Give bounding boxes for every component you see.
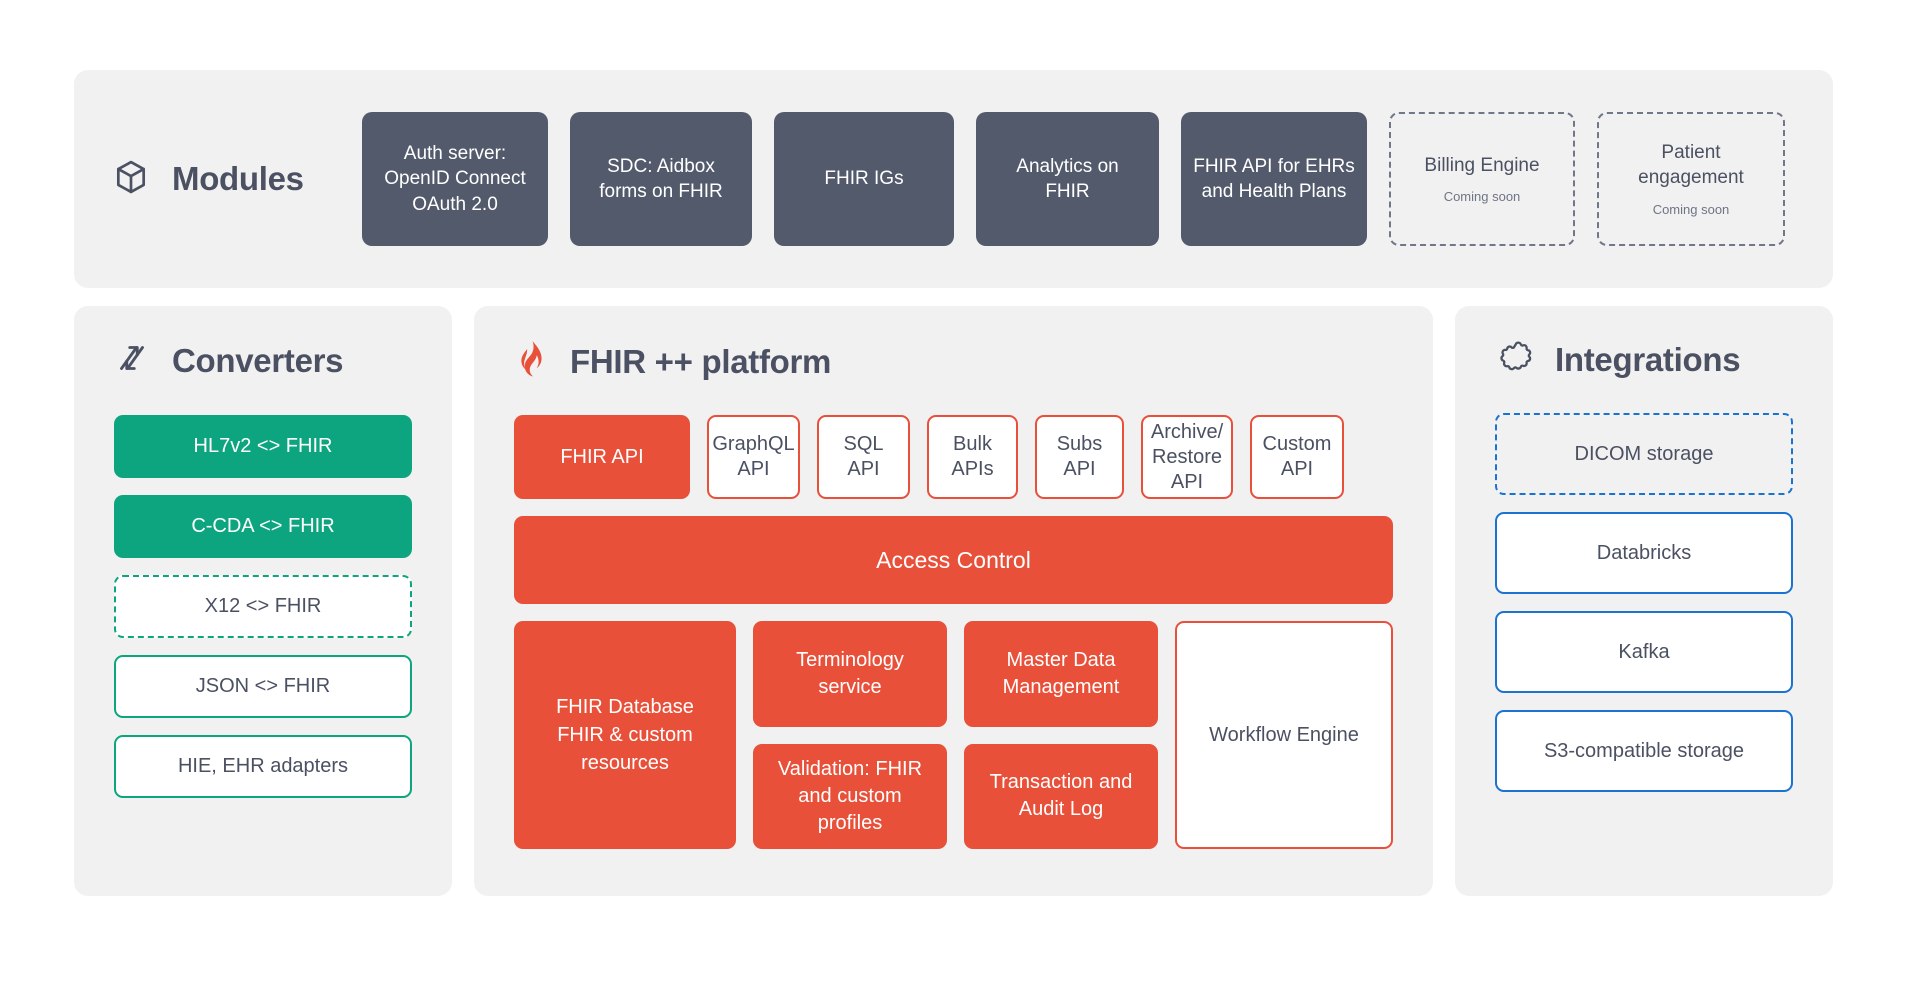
flame-icon (514, 340, 548, 383)
converter-item-hie-ehr-adapters[interactable]: HIE, EHR adapters (114, 735, 412, 798)
lower-columns: Converters HL7v2 <> FHIR C-CDA <> FHIR X… (74, 306, 1833, 896)
integrations-panel: Integrations DICOM storage Databricks Ka… (1455, 306, 1833, 896)
converter-item-label: C-CDA <> FHIR (191, 515, 335, 537)
platform-title: FHIR ++ platform (570, 342, 832, 380)
workflow-engine-label: Workflow Engine (1209, 723, 1359, 746)
integration-item-databricks[interactable]: Databricks (1495, 512, 1793, 594)
integration-item-label: DICOM storage (1574, 442, 1714, 465)
platform-header: FHIR ++ platform (514, 340, 1393, 383)
converter-item-label: X12 <> FHIR (204, 595, 322, 617)
converters-list: HL7v2 <> FHIR C-CDA <> FHIR X12 <> FHIR … (114, 415, 412, 798)
converters-panel: Converters HL7v2 <> FHIR C-CDA <> FHIR X… (74, 306, 452, 896)
integrations-header: Integrations (1495, 340, 1793, 379)
coming-soon-badge: Coming soon (1652, 201, 1730, 217)
module-card-label: Billing Engine (1424, 154, 1540, 176)
module-card-label: FHIR IGs (824, 168, 904, 190)
integration-item-s3-storage[interactable]: S3-compatible storage (1495, 710, 1793, 792)
converters-title: Converters (172, 341, 344, 379)
integration-item-dicom-storage[interactable]: DICOM storage (1495, 413, 1793, 495)
integration-item-label: S3-compatible storage (1543, 739, 1745, 762)
integration-item-label: Databricks (1596, 541, 1692, 564)
converter-item-label: HIE, EHR adapters (177, 755, 349, 777)
converter-item-label: JSON <> FHIR (195, 675, 331, 697)
modules-header: Modules (112, 158, 362, 201)
api-box-label: FHIR API (560, 445, 644, 468)
converter-item-label: HL7v2 <> FHIR (193, 435, 333, 457)
integrations-list: DICOM storage Databricks Kafka S3-compat… (1495, 413, 1793, 792)
converter-item-x12[interactable]: X12 <> FHIR (114, 575, 412, 638)
api-box-sql-api[interactable]: SQL API (817, 415, 910, 499)
coming-soon-badge: Coming soon (1443, 188, 1521, 204)
access-control-label: Access Control (876, 546, 1031, 573)
integration-item-kafka[interactable]: Kafka (1495, 611, 1793, 693)
converter-item-hl7v2[interactable]: HL7v2 <> FHIR (114, 415, 412, 478)
converters-header: Converters (114, 340, 412, 381)
api-box-fhir-api[interactable]: FHIR API (514, 415, 690, 499)
integration-item-label: Kafka (1618, 640, 1670, 663)
workflow-engine-box[interactable]: Workflow Engine (1175, 621, 1393, 849)
modules-title: Modules (172, 160, 304, 197)
converter-item-ccda[interactable]: C-CDA <> FHIR (114, 495, 412, 558)
converter-item-json[interactable]: JSON <> FHIR (114, 655, 412, 718)
module-card-billing-engine[interactable]: Billing Engine Coming soon (1389, 112, 1575, 246)
puzzle-icon (1495, 340, 1533, 379)
api-box-label: SQL API (843, 433, 884, 480)
access-control-bar[interactable]: Access Control (514, 516, 1393, 604)
cube-icon (112, 158, 150, 201)
module-card-fhir-igs[interactable]: FHIR IGs (774, 112, 954, 246)
integrations-title: Integrations (1555, 340, 1741, 378)
transfer-arrows-icon (114, 340, 150, 381)
